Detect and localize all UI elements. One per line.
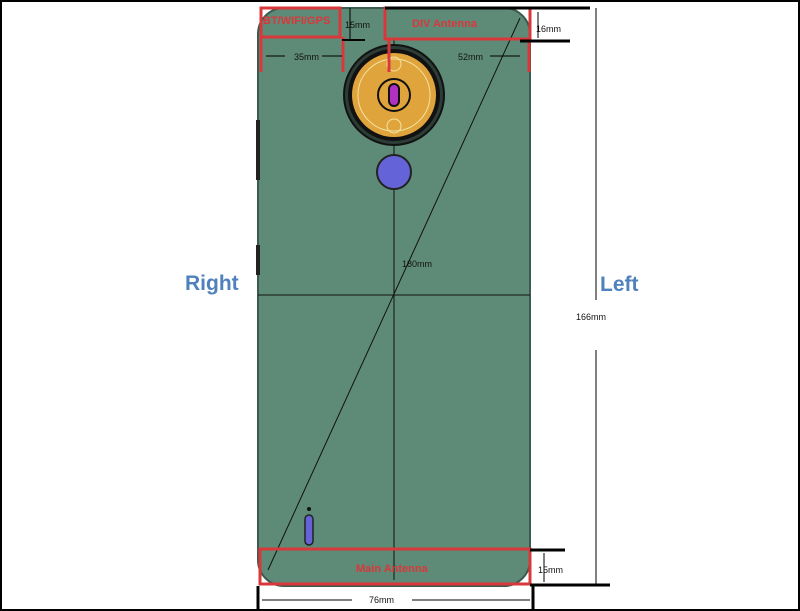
fingerprint-sensor: [376, 154, 412, 190]
div-width-label: 52mm: [458, 52, 483, 62]
div-antenna-label: DIV Antenna: [412, 18, 478, 30]
left-side-label: Left: [600, 273, 639, 296]
diagonal-line: [267, 17, 521, 571]
bt-height-label: 15mm: [345, 20, 370, 30]
main-antenna-box: [258, 547, 532, 586]
width-label: 76mm: [369, 595, 394, 605]
diagonal-label: 180mm: [402, 259, 432, 269]
height-label: 166mm: [576, 312, 606, 322]
side-button: [256, 245, 260, 275]
right-side-label: Right: [185, 272, 239, 295]
flash: [304, 514, 314, 546]
bt-antenna-label: BT/WIFI/GPS: [263, 15, 330, 27]
side-button: [256, 120, 260, 180]
main-antenna-label: Main Antenna: [356, 563, 429, 575]
bt-width-label: 35mm: [294, 52, 319, 62]
camera-module: [343, 44, 445, 146]
bt-antenna-box: [259, 6, 342, 39]
div-height-label: 16mm: [536, 24, 561, 34]
main-height-label: 15mm: [538, 565, 563, 575]
